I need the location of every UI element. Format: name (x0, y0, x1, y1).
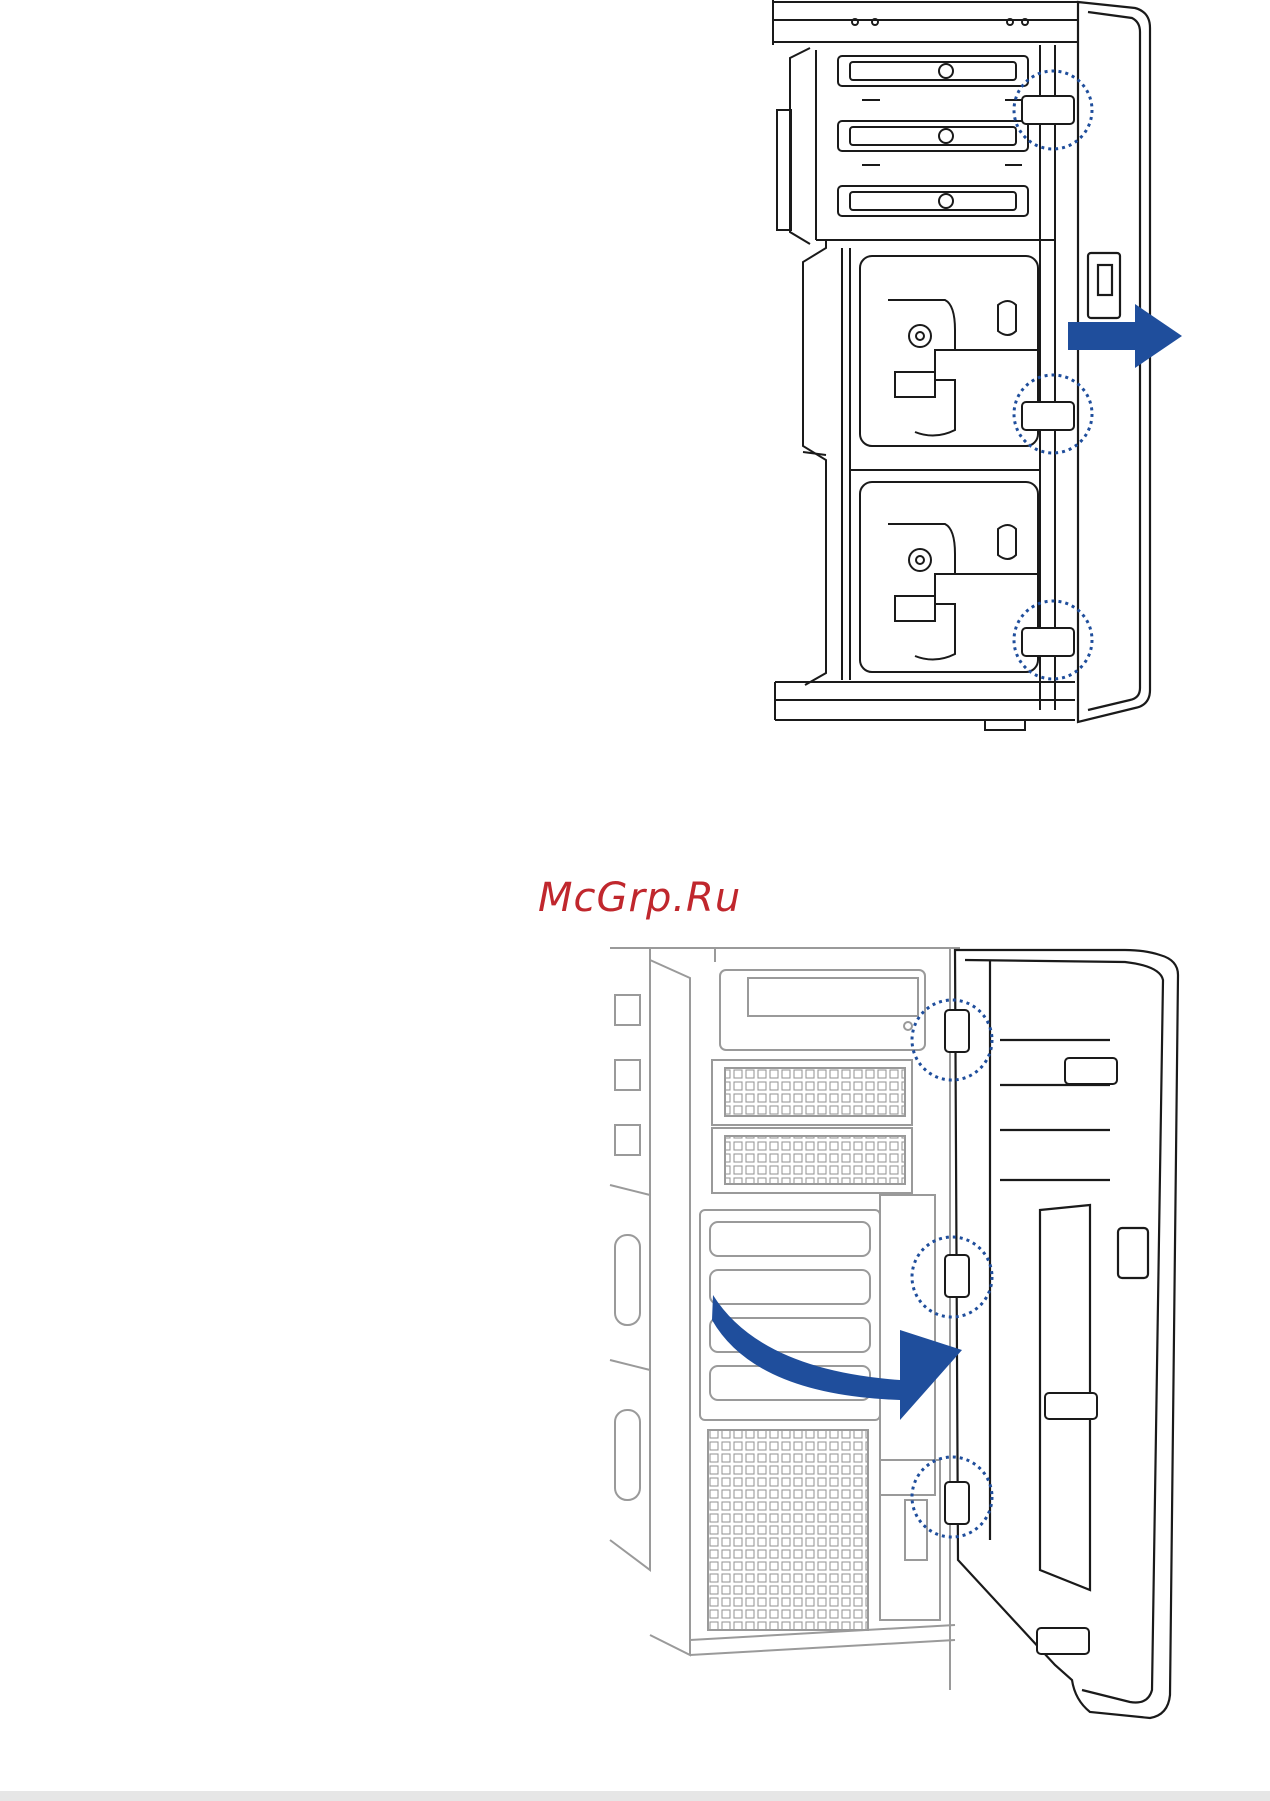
page-footer-bar (0, 1791, 1270, 1801)
swing-direction-arrow (712, 1295, 962, 1420)
pull-direction-arrow (1068, 304, 1182, 368)
top-figure-hinge-callouts (1014, 71, 1092, 679)
top-figure-drive-trays (838, 56, 1028, 216)
watermark-text: McGrp.Ru (538, 878, 741, 918)
bottom-figure-door-latches (945, 1010, 1117, 1654)
bottom-figure-chassis (610, 948, 960, 1690)
top-figure-hdd-cages (850, 256, 1040, 672)
